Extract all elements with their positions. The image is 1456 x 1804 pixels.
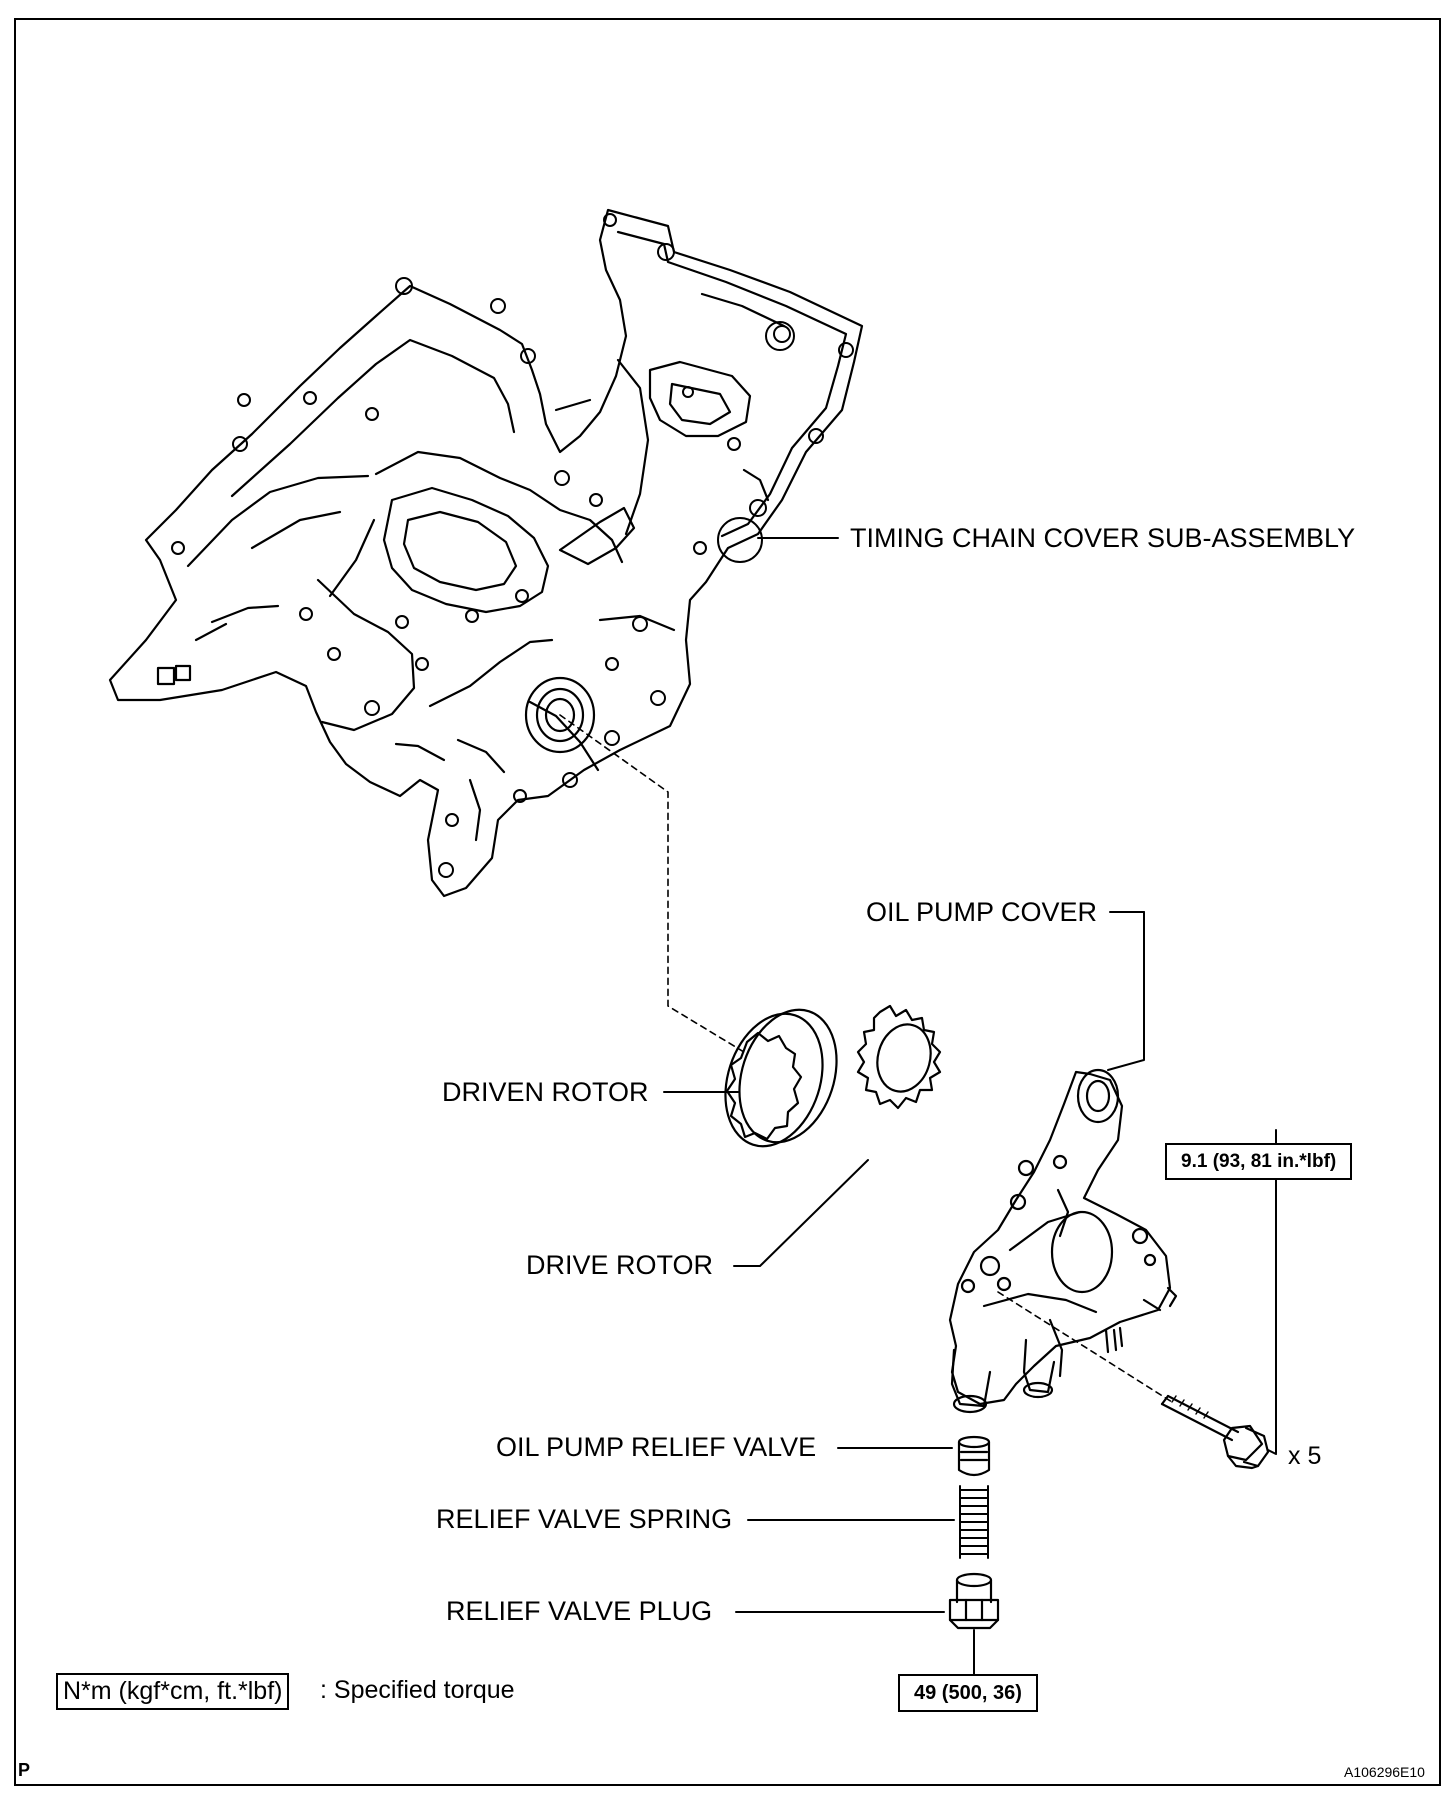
bolt-count: x 5 bbox=[1288, 1442, 1322, 1470]
diagram-frame bbox=[14, 18, 1441, 1786]
corner-mark: P bbox=[18, 1760, 31, 1780]
driven-rotor-illustration bbox=[724, 1008, 838, 1148]
label-oil-pump-cover: OIL PUMP COVER bbox=[866, 897, 1098, 927]
legend-description: : Specified torque bbox=[320, 1676, 515, 1704]
label-timing-chain-cover: TIMING CHAIN COVER SUB-ASSEMBLY bbox=[850, 523, 1356, 553]
label-relief-valve-spring: RELIEF VALVE SPRING bbox=[436, 1504, 733, 1534]
label-oil-pump-relief-valve: OIL PUMP RELIEF VALVE bbox=[496, 1432, 817, 1462]
figure-id: A106296E10 bbox=[1344, 1764, 1425, 1780]
leader-lines bbox=[663, 537, 1277, 1681]
torque-spec-bolt: 9.1 (93, 81 in.*lbf) bbox=[1165, 1143, 1353, 1180]
label-drive-rotor: DRIVE ROTOR bbox=[526, 1250, 714, 1280]
legend-unit-box: N*m (kgf*cm, ft.*lbf) bbox=[56, 1673, 290, 1710]
torque-spec-plug: 49 (500, 36) bbox=[898, 1674, 1038, 1712]
relief-valve-illustration bbox=[957, 1435, 991, 1477]
drive-rotor-illustration bbox=[856, 1004, 942, 1110]
label-relief-valve-plug: RELIEF VALVE PLUG bbox=[446, 1596, 713, 1626]
alignment-dashed-lines bbox=[559, 714, 1173, 1403]
relief-valve-plug-illustration bbox=[948, 1572, 1000, 1630]
relief-valve-spring-illustration bbox=[959, 1485, 989, 1559]
oil-pump-cover-illustration bbox=[948, 1068, 1178, 1414]
timing-chain-cover-illustration bbox=[108, 208, 864, 898]
label-driven-rotor: DRIVEN ROTOR bbox=[442, 1077, 649, 1107]
bolt-illustration bbox=[1160, 1394, 1270, 1470]
